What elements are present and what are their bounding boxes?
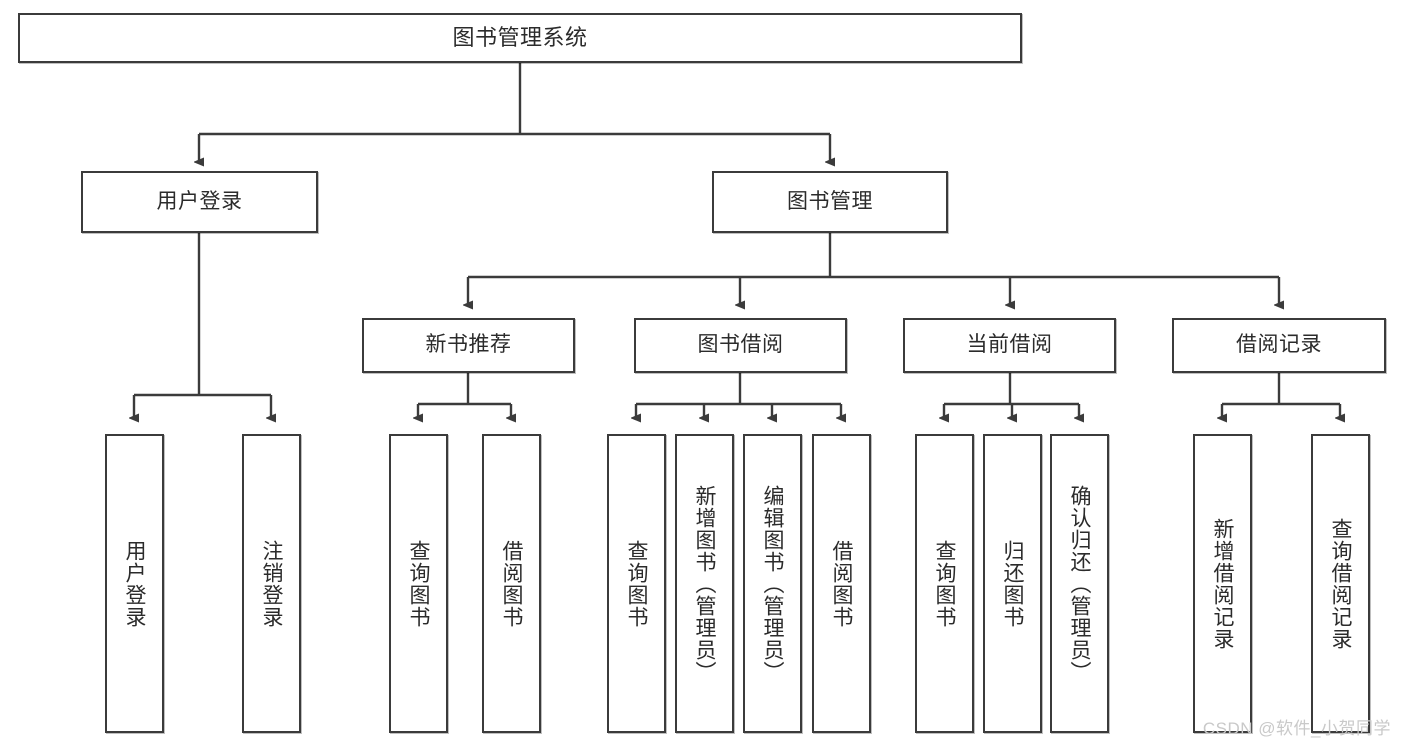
node-book-borrow[interactable]: 图书借阅 — [634, 318, 847, 373]
node-label: 查询图书 — [933, 539, 956, 628]
node-user-login[interactable]: 用户登录 — [81, 171, 318, 233]
node-label: 注销登录 — [260, 539, 283, 628]
node-label: 当前借阅 — [966, 333, 1053, 357]
node-label: 借阅记录 — [1236, 333, 1322, 357]
node-current-borrow[interactable]: 当前借阅 — [903, 318, 1116, 373]
node-label: 图书借阅 — [697, 333, 784, 357]
node-label: 查询借阅记录 — [1329, 517, 1352, 650]
node-label: 借阅图书 — [500, 539, 523, 628]
leaf-add-borrow-record[interactable]: 新增借阅记录 — [1193, 434, 1252, 733]
leaf-return-book[interactable]: 归还图书 — [983, 434, 1042, 733]
node-label: 新增图书（管理员） — [693, 484, 716, 683]
node-borrow-record[interactable]: 借阅记录 — [1172, 318, 1386, 373]
node-label: 图书管理 — [787, 189, 873, 213]
node-label: 归还图书 — [1001, 539, 1024, 628]
leaf-edit-book-admin[interactable]: 编辑图书（管理员） — [743, 434, 802, 733]
leaf-query-book-current[interactable]: 查询图书 — [915, 434, 974, 733]
node-label: 查询图书 — [407, 539, 430, 628]
leaf-logout[interactable]: 注销登录 — [242, 434, 301, 733]
node-label: 用户登录 — [156, 189, 243, 213]
leaf-query-borrow-record[interactable]: 查询借阅记录 — [1311, 434, 1370, 733]
leaf-query-book-borrow[interactable]: 查询图书 — [607, 434, 666, 733]
node-label: 编辑图书（管理员） — [761, 484, 784, 683]
node-label: 新增借阅记录 — [1211, 517, 1234, 650]
node-label: 用户登录 — [123, 539, 146, 628]
watermark-text: CSDN @软件_小贺同学 — [1202, 719, 1391, 738]
node-root-system[interactable]: 图书管理系统 — [18, 13, 1022, 63]
node-book-management[interactable]: 图书管理 — [712, 171, 948, 233]
node-label: 查询图书 — [625, 539, 648, 628]
node-new-book-recommend[interactable]: 新书推荐 — [362, 318, 575, 373]
node-label: 确认归还（管理员） — [1068, 484, 1091, 683]
leaf-query-book-recommend[interactable]: 查询图书 — [389, 434, 448, 733]
leaf-borrow-book[interactable]: 借阅图书 — [812, 434, 871, 733]
leaf-borrow-book-recommend[interactable]: 借阅图书 — [482, 434, 541, 733]
leaf-add-book-admin[interactable]: 新增图书（管理员） — [675, 434, 734, 733]
node-label: 新书推荐 — [425, 333, 512, 357]
leaf-user-login[interactable]: 用户登录 — [105, 434, 164, 733]
node-label: 图书管理系统 — [452, 25, 588, 51]
leaf-confirm-return-admin[interactable]: 确认归还（管理员） — [1050, 434, 1109, 733]
node-label: 借阅图书 — [830, 539, 853, 628]
